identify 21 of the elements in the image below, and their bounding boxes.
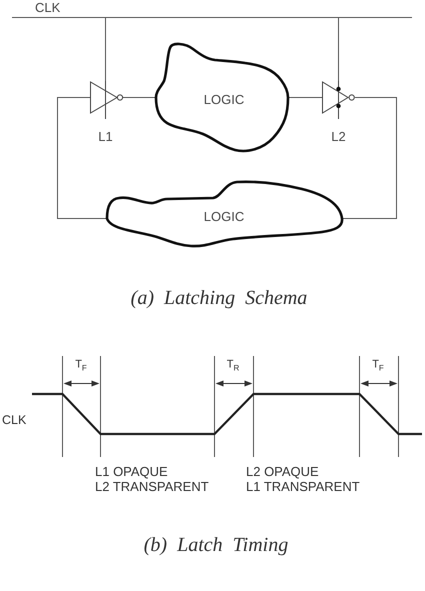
latch-label: L2 bbox=[331, 130, 346, 144]
wire bbox=[342, 97, 397, 219]
figure-caption: (a) Latching Schema bbox=[130, 287, 308, 309]
wire bbox=[105, 18, 106, 82]
signal-label: CLK bbox=[2, 414, 26, 428]
figure-caption: (b) Latch Timing bbox=[144, 534, 288, 556]
logic-label: LOGIC bbox=[204, 92, 244, 108]
logic-label: LOGIC bbox=[204, 210, 244, 224]
wire bbox=[122, 97, 156, 98]
phase-label: L2 OPAQUE bbox=[246, 464, 319, 480]
phase-label: L1 OPAQUE bbox=[95, 464, 168, 480]
clock-label: CLK bbox=[35, 1, 60, 16]
timing-label: T$_{R}$ bbox=[226, 358, 240, 374]
phase-label: L2 TRANSPARENT bbox=[95, 480, 209, 494]
latch-label: L1 bbox=[98, 130, 113, 144]
phase-label: L1 TRANSPARENT bbox=[246, 480, 360, 494]
wire bbox=[338, 18, 339, 82]
timing-label: T$_{F}$ bbox=[372, 358, 384, 374]
timing-label: T$_{F}$ bbox=[75, 358, 87, 374]
wire bbox=[57, 97, 108, 219]
wire bbox=[288, 97, 322, 98]
